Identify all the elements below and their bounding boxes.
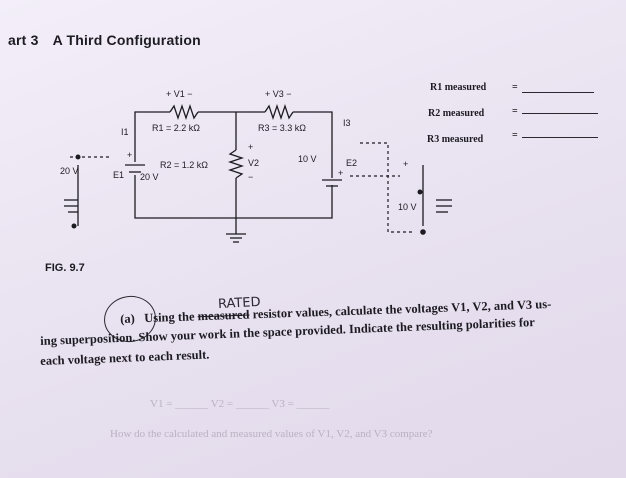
v1-polarity-label: + V1 − xyxy=(166,89,193,99)
r3-equals: = xyxy=(512,130,518,141)
e1-name-label: E1 xyxy=(113,170,124,180)
right-terminal-dot xyxy=(420,229,426,235)
r2-blank-line xyxy=(522,113,598,114)
r1-value-label: R1 = 2.2 kΩ xyxy=(152,123,200,133)
part-label: art 3 xyxy=(8,32,39,48)
r3-measured-label: R3 measured xyxy=(427,134,484,145)
r3-blank-line xyxy=(522,137,598,138)
wire-bottom xyxy=(134,175,333,219)
r2-resistor xyxy=(227,149,245,179)
r3-value-label: R3 = 3.3 kΩ xyxy=(258,123,306,133)
r2-value-label: R2 = 1.2 kΩ xyxy=(160,160,208,170)
figure-label: FIG. 9.7 xyxy=(45,262,85,274)
question-line1-start: Using the xyxy=(143,309,195,326)
v2-label: V2 xyxy=(248,158,259,168)
i1-label: I1 xyxy=(121,127,129,137)
wire-top-left xyxy=(134,111,170,162)
i3-label: I3 xyxy=(343,118,351,128)
ghost-text-line-2: How do the calculated and measured value… xyxy=(110,428,433,440)
question-part-label: (a) xyxy=(120,311,136,326)
right-supply-value: 10 V xyxy=(398,202,417,212)
left-terminal-dot xyxy=(75,154,81,160)
r3-resistor xyxy=(264,103,294,121)
v3-polarity-label: + V3 − xyxy=(265,89,292,99)
r2-measured-label: R2 measured xyxy=(428,108,485,119)
left-terminal-dot-bottom xyxy=(71,223,77,229)
r1-equals: = xyxy=(512,82,518,93)
ghost-text-line-1: V1 = ______ V2 = ______ V3 = ______ xyxy=(150,398,330,410)
right-terminal-dot-top xyxy=(417,189,423,195)
v2-minus: − xyxy=(248,172,253,182)
v2-plus: + xyxy=(248,142,253,152)
section-title: A Third Configuration xyxy=(52,32,201,48)
e2-plus: + xyxy=(338,168,343,178)
struck-word: measured xyxy=(197,307,250,324)
r1-blank-line xyxy=(522,92,594,93)
e2-value-label: 10 V xyxy=(298,154,317,164)
right-supply-plus: + xyxy=(403,159,408,169)
r1-measured-label: R1 measured xyxy=(430,82,487,93)
e1-value-label: 20 V xyxy=(140,172,159,182)
r2-equals: = xyxy=(512,106,518,117)
left-supply-value: 20 V xyxy=(60,166,79,176)
e2-name-label: E2 xyxy=(346,158,357,168)
r1-resistor xyxy=(169,103,199,121)
dashed-right-lead-top xyxy=(360,142,415,233)
page-header: art 3 A Third Configuration xyxy=(8,32,201,48)
wire-top-right xyxy=(293,111,333,178)
e1-plus: + xyxy=(127,150,132,160)
